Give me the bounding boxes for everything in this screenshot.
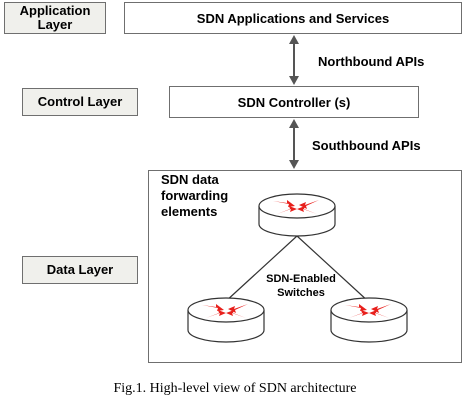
- southbound-api-label: Southbound APIs: [312, 138, 421, 153]
- data-plane-title-line3: elements: [161, 204, 218, 219]
- switch-bottom-left: [187, 297, 265, 343]
- sdn-enabled-switches-label: SDN-Enabled Switches: [264, 272, 338, 300]
- data-plane-title-line2: forwarding: [161, 188, 229, 203]
- application-layer-label: Application Layer: [4, 2, 106, 34]
- figure-caption: Fig.1. High-level view of SDN architectu…: [113, 381, 357, 396]
- northbound-arrow: [289, 35, 299, 85]
- controller-box-text: SDN Controller (s): [237, 94, 351, 110]
- switch-bottom-right: [330, 297, 408, 343]
- data-plane-title-line1: SDN data: [161, 172, 219, 187]
- link-top-right: [296, 235, 370, 303]
- switch-top: [258, 193, 336, 237]
- controller-box: SDN Controller (s): [169, 86, 419, 118]
- applications-box: SDN Applications and Services: [124, 2, 462, 34]
- data-layer-label: Data Layer: [22, 256, 138, 284]
- applications-box-text: SDN Applications and Services: [196, 10, 390, 26]
- switch-bottom-left-arrows-icon: [202, 304, 248, 318]
- switch-top-arrows-icon: [273, 200, 319, 214]
- southbound-arrow: [289, 119, 299, 169]
- data-plane-title: SDN data forwarding elements: [161, 172, 228, 220]
- link-top-left: [224, 235, 298, 303]
- switches-label-line2: Switches: [277, 287, 325, 299]
- control-layer-label: Control Layer: [22, 88, 138, 116]
- data-layer-text: Data Layer: [46, 262, 114, 277]
- application-layer-text: Application Layer: [19, 3, 91, 32]
- control-layer-text: Control Layer: [37, 94, 123, 109]
- switch-bottom-right-arrows-icon: [345, 304, 391, 318]
- northbound-api-label: Northbound APIs: [318, 54, 425, 69]
- switches-label-line1: SDN-Enabled: [266, 273, 336, 285]
